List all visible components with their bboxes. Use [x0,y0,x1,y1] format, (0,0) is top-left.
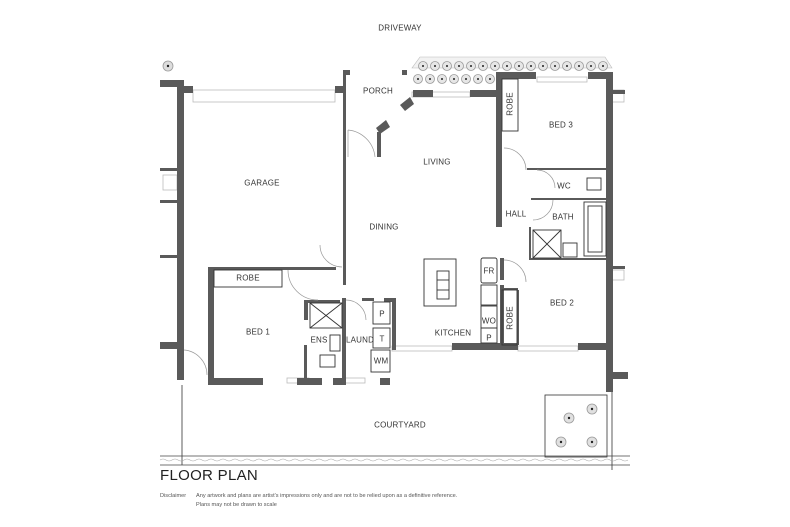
label-kitchen: KITCHEN [434,328,472,338]
disclaimer-text-1: Any artwork and plans are artist's impre… [196,493,458,499]
label-driveway: DRIVEWAY [378,23,422,33]
plan-title: FLOOR PLAN [160,467,259,484]
label-robe-bed1: ROBE [236,273,260,283]
label-washing-machine: WM [373,356,389,366]
label-robe-bed3: ROBE [505,92,515,116]
label-garage: GARAGE [244,178,280,188]
label-living: LIVING [423,157,451,167]
label-courtyard: COURTYARD [374,420,426,430]
label-bed2: BED 2 [549,298,575,308]
label-bed3: BED 3 [548,120,574,130]
label-hall: HALL [505,209,527,219]
label-dining: DINING [369,222,399,232]
label-robe-bed2: ROBE [505,306,515,330]
label-tub: T [379,334,385,344]
driveway-shrubs [162,56,613,84]
label-bed1: BED 1 [245,327,271,337]
label-laund: LAUND [345,335,375,345]
disclaimer-text-2: Plans may not be drawn to scale [196,502,277,508]
fixture-outlines [213,78,607,373]
disclaimer: Disclaimer Any artwork and plans are arti… [160,492,457,510]
label-wc: WC [557,181,571,191]
planter-shrubs [555,403,598,448]
boundary-fence [159,455,630,466]
label-fridge: FR [483,266,495,276]
courtyard-area [181,385,613,470]
disclaimer-label: Disclaimer [160,493,187,499]
label-ens: ENS [310,335,328,345]
label-pantry-kitchen: P [486,333,492,343]
label-bath: BATH [552,212,574,222]
label-pantry-laundry: P [379,309,385,319]
label-porch: PORCH [363,86,393,96]
door-swings [183,129,556,376]
label-wall-oven: WO [481,316,497,326]
walls [160,70,628,392]
